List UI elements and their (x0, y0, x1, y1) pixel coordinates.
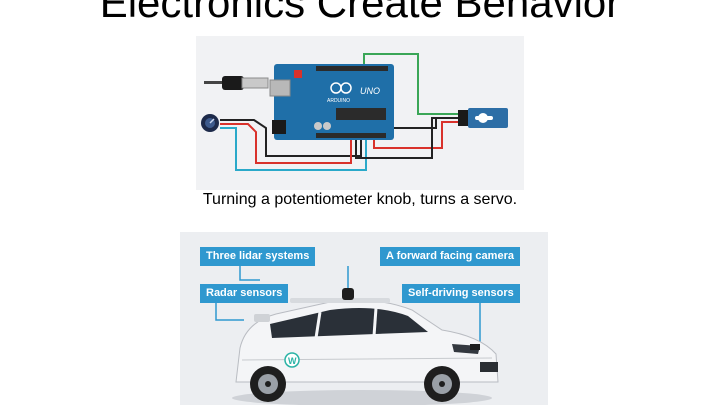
servo-motor-icon (458, 108, 508, 128)
callout-lidar: Three lidar systems (200, 247, 316, 266)
pointer-radar (215, 303, 244, 321)
callout-self-driving: Self-driving sensors (402, 284, 520, 303)
lidar-dome (342, 288, 354, 300)
car-windows (270, 308, 428, 338)
wire-black-servo (381, 117, 458, 129)
window-pillar-1 (314, 311, 322, 339)
callout-camera: A forward facing camera (380, 247, 520, 266)
usb-plug-metal (241, 77, 269, 89)
circuit-caption: Turning a potentiometer knob, turns a se… (202, 191, 518, 208)
wire-green (363, 53, 458, 115)
wire-red-servo (373, 121, 458, 149)
slide-title: Electronics Create Behavior (99, 0, 621, 26)
wire-black-return (355, 117, 436, 159)
arduino-logo-icon (330, 82, 352, 94)
arduino-board (274, 64, 394, 140)
digital-header (316, 66, 388, 71)
reset-button (294, 70, 302, 78)
roof-rack (290, 298, 390, 303)
arduino-circuit-illustration: ARDUINO UNO (201, 53, 508, 171)
capacitor-1 (314, 122, 322, 130)
self-driving-car-figure: Three lidar systems A forward facing cam… (180, 232, 548, 405)
body-line (241, 357, 493, 361)
car-illustration: W (215, 266, 499, 405)
pointer-lidar (239, 266, 260, 281)
front-sensor (470, 344, 480, 350)
callout-radar: Radar sensors (200, 284, 289, 303)
arduino-circuit-figure: ARDUINO UNO (196, 36, 524, 190)
board-brand-label: ARDUINO (327, 98, 350, 104)
window-pillar-2 (372, 307, 378, 337)
potentiometer-icon (201, 114, 219, 132)
analog-header (316, 133, 386, 138)
wire-black-pot (220, 119, 362, 157)
waymo-logo-text: W (288, 356, 297, 366)
front-wheel (424, 366, 460, 402)
wire-red-pot (220, 123, 352, 164)
rear-wheel (250, 366, 286, 402)
grille (480, 362, 498, 372)
usb-port (269, 79, 291, 97)
board-model-label: UNO (360, 86, 380, 96)
atmega-chip (336, 108, 386, 120)
wire-cyan-pot (220, 127, 367, 171)
rear-sensor (254, 314, 270, 322)
usb-cable (204, 81, 224, 84)
waymo-logo-icon (284, 352, 300, 368)
power-jack (272, 120, 286, 134)
capacitor-2 (323, 122, 331, 130)
usb-plug-black (222, 76, 244, 90)
